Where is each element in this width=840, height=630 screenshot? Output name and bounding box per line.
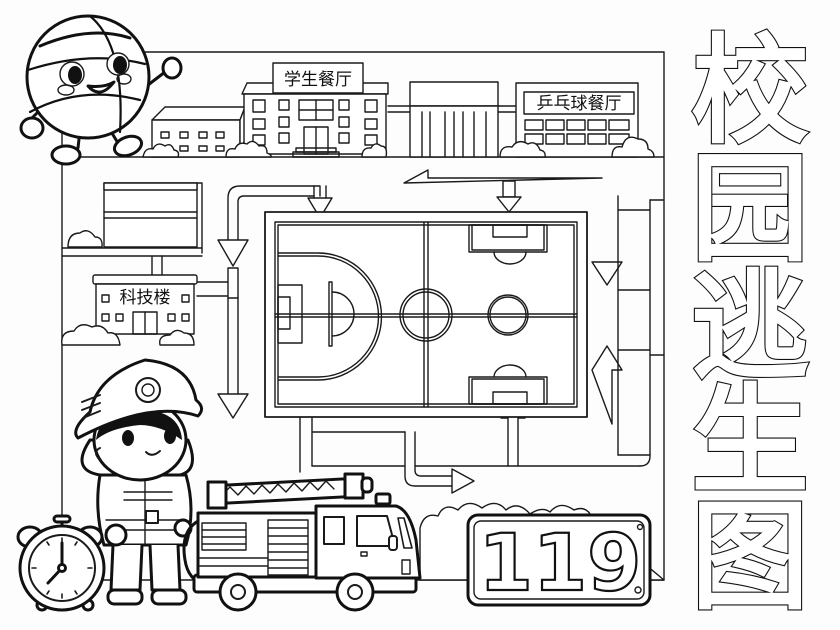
svg-text:校: 校 [691,22,809,160]
student-canteen-label: 学生餐厅 [284,70,352,90]
svg-text:生: 生 [691,372,809,510]
basketball-mascot-icon [19,14,183,166]
firefighter-icon [74,358,203,606]
evacuation-arrows [217,169,665,494]
svg-text:园: 园 [691,140,809,278]
student-canteen-building: 学生餐厅 [241,62,389,158]
left-building [67,182,203,254]
science-building: 科技楼 [61,274,198,346]
emergency-number-sign: 119 [466,513,652,610]
svg-text:逃: 逃 [691,258,809,396]
fire-truck-icon [182,472,422,612]
svg-text:图: 图 [691,488,809,626]
emergency-number: 119 [479,519,642,609]
pingpong-canteen-label: 乒乓球餐厅 [537,94,622,114]
sports-court [264,211,588,418]
alarm-clock-icon [16,514,106,612]
science-building-label: 科技楼 [120,288,171,308]
bushes-top [142,136,655,158]
gym-building [387,81,517,158]
page-title: 校 园 逃 生 图 [690,21,810,627]
